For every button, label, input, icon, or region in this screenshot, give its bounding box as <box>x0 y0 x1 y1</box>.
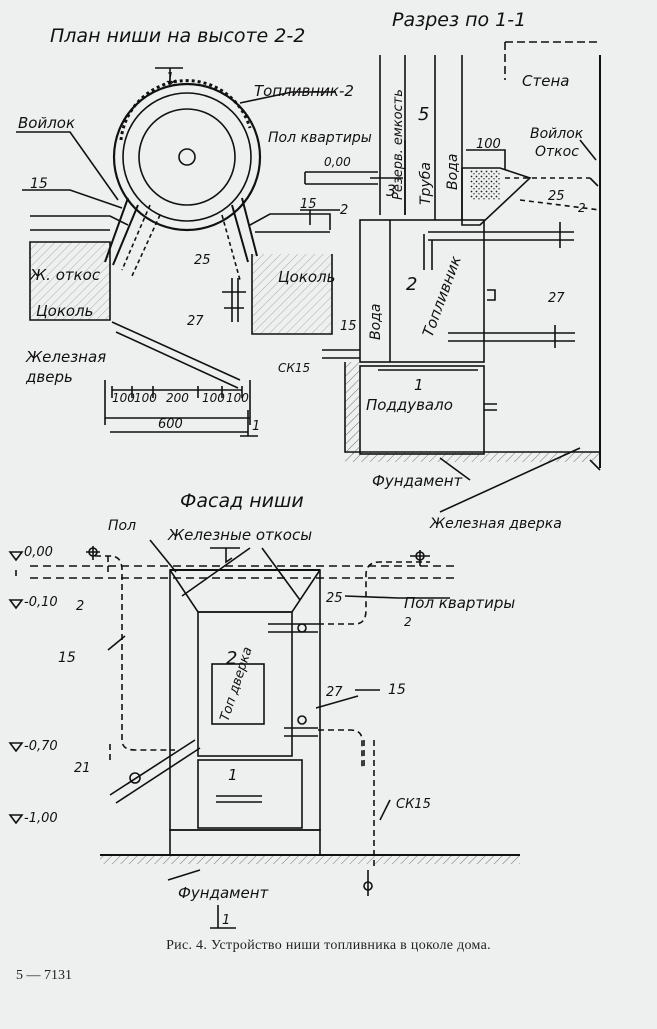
cut-mark-facade: 1 <box>222 913 230 928</box>
cut-mark-top: 1 <box>166 71 174 86</box>
facade-ash-pit <box>197 759 303 829</box>
facade-fuel-box <box>197 611 293 757</box>
label-zh-otkos: Ж. откос <box>29 266 101 284</box>
page-number: 5 — 7131 <box>16 968 72 983</box>
level-100: -1,00 <box>24 811 58 826</box>
dim-100d: 100 <box>226 391 249 405</box>
mark-15-facade-right: 15 <box>388 682 406 698</box>
label-pol: Пол <box>108 518 136 534</box>
label-zheleznaya: Железная <box>25 348 106 366</box>
label-pol-kvartiry: Пол квартиры <box>268 130 372 146</box>
mark-15-facade-left: 15 <box>58 650 76 666</box>
mark-2-facade-body: 2 <box>226 648 237 669</box>
mark-27-section: 27 <box>548 291 565 306</box>
plan-view: План ниши на высоте 2-2 1 <box>16 25 340 437</box>
fuel-box-center <box>178 148 196 166</box>
label-voilok: Войлок <box>18 114 75 132</box>
dim-100b: 100 <box>134 391 157 405</box>
dim-100a: 100 <box>112 391 135 405</box>
facade-title: Фасад ниши <box>180 490 304 512</box>
level-000-facade: 0,00 <box>24 545 53 560</box>
level-000-section: 0,00 <box>324 155 351 169</box>
mark-2-facade-right: 2 <box>404 615 412 629</box>
label-stena: Стена <box>522 72 569 90</box>
label-podduvalo: Поддувало <box>366 396 453 414</box>
mark-25-section: 25 <box>548 189 565 204</box>
label-voda2: Вода <box>368 304 384 340</box>
label-fundament-facade: Фундамент <box>178 884 270 902</box>
label-top-dverka: Топ дверка <box>218 645 256 723</box>
label-otkos: Откос <box>535 144 579 160</box>
label-tsokol: Цоколь <box>36 302 94 320</box>
mark-1-facade: 1 <box>228 766 238 784</box>
mark-15-plan: 15 <box>30 176 48 192</box>
label-pol-kvartiry-facade: Пол квартиры <box>404 594 515 612</box>
mark-1-section: 1 <box>414 376 424 394</box>
label-zheleznaya-dverka: Железная дверка <box>429 516 562 532</box>
plan-labels: Топливник-2 Войлок 15 15 2 Ж. откос Цоко… <box>18 82 354 434</box>
mark-3: 3 <box>386 181 396 200</box>
label-fundament: Фундамент <box>372 472 464 490</box>
label-voilok2: Войлок <box>530 126 584 142</box>
section-title: Разрез по 1-1 <box>392 9 526 31</box>
mark-2-facade: 2 <box>76 599 84 614</box>
mark-2-section-body: 2 <box>406 274 417 295</box>
label-zheleznye-otkosy: Железные откосы <box>167 526 312 544</box>
fuel-box-body <box>359 219 485 363</box>
label-sk15-section: СК15 <box>278 361 310 375</box>
dim-200: 200 <box>166 391 189 405</box>
mark-25-facade: 25 <box>326 591 343 606</box>
dim-600: 600 <box>158 417 183 432</box>
mark-27-plan: 27 <box>187 314 204 329</box>
dim-100c: 100 <box>202 391 225 405</box>
label-truba: Труба <box>418 162 434 205</box>
facade-labels: Пол Железные откосы 0,00 -0,10 2 15 25 П… <box>24 518 515 928</box>
label-rezerv: Резерв. емкость <box>391 89 406 200</box>
mark-25-plan: 25 <box>194 253 211 268</box>
cut-mark-bottom: 1 <box>252 419 260 434</box>
facade-view: Фасад ниши <box>8 490 520 929</box>
fuel-box-shell <box>122 92 252 222</box>
figure-caption: Рис. 4. Устройство ниши топливника в цок… <box>166 938 491 953</box>
mark-21: 21 <box>74 761 91 776</box>
mark-2-section: 2 <box>578 201 586 215</box>
mark-100: 100 <box>476 137 501 152</box>
fire-door <box>211 663 265 725</box>
plan-title: План ниши на высоте 2-2 <box>50 25 305 47</box>
mark-5: 5 <box>418 104 429 125</box>
label-dver: дверь <box>25 368 73 386</box>
fuel-box-outer-ring <box>112 82 262 232</box>
mark-15-plan-right: 15 <box>300 197 317 212</box>
mark-2-plan: 2 <box>340 203 348 218</box>
mark-27-facade: 27 <box>326 685 343 700</box>
label-toplivnik2: Топливник-2 <box>254 82 354 100</box>
label-toplivnik: Топливник <box>419 253 465 339</box>
section-view: Разрез по 1-1 <box>304 9 601 513</box>
label-sk15-facade: СК15 <box>396 797 431 812</box>
fuel-box-inner-ring <box>138 108 236 206</box>
mark-15-section: 15 <box>340 319 357 334</box>
level-070: -0,70 <box>24 739 58 754</box>
level-010: -0,10 <box>24 595 58 610</box>
label-voda: Вода <box>445 154 461 190</box>
label-tsokol-right: Цоколь <box>278 268 336 286</box>
